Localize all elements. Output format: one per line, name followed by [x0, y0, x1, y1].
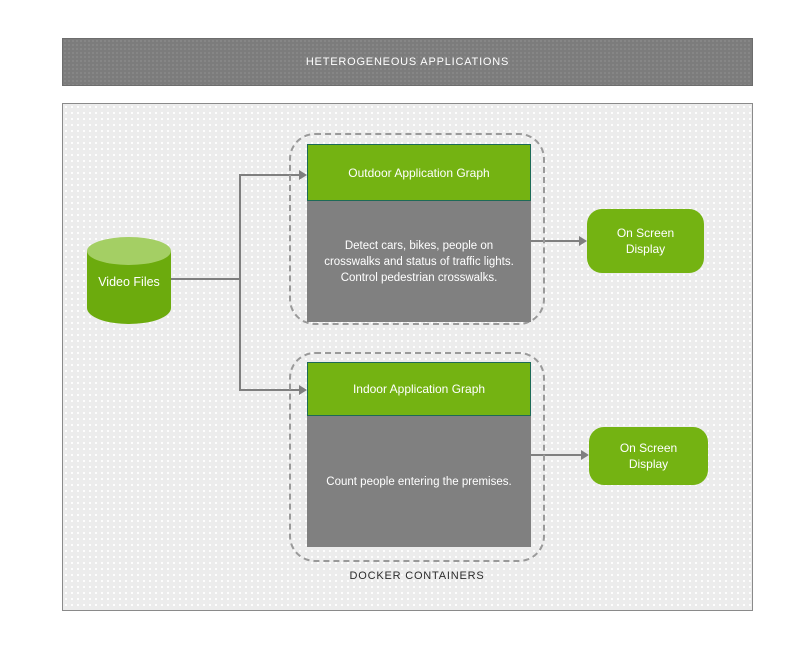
arrowhead-to-osd2-icon: [581, 450, 589, 460]
outdoor-application-graph-body: Detect cars, bikes, people on crosswalks…: [307, 201, 531, 322]
docker-container-outdoor: [289, 133, 545, 325]
osd-indoor-label: On Screen Display: [619, 441, 678, 471]
indoor-graph-description: Count people entering the premises.: [326, 475, 512, 488]
indoor-application-graph-header: Indoor Application Graph: [307, 362, 531, 416]
indoor-application-graph-body: Count people entering the premises.: [307, 416, 531, 547]
osd-outdoor-label: On Screen Display: [616, 226, 675, 256]
connector-branch-to-indoor: [239, 389, 299, 391]
outdoor-graph-description: Detect cars, bikes, people on crosswalks…: [324, 239, 514, 284]
on-screen-display-indoor: On Screen Display: [589, 427, 708, 485]
arrowhead-to-indoor-icon: [299, 385, 307, 395]
connector-indoor-to-osd: [531, 454, 581, 456]
indoor-graph-title: Indoor Application Graph: [352, 382, 486, 396]
docker-container-indoor: [289, 352, 545, 562]
outdoor-application-graph-header: Outdoor Application Graph: [307, 144, 531, 201]
video-files-label: Video Files: [98, 275, 160, 289]
arrowhead-to-osd1-icon: [579, 236, 587, 246]
cylinder-top-shape: [87, 237, 171, 265]
on-screen-display-outdoor: On Screen Display: [587, 209, 704, 273]
heterogeneous-applications-banner: HETEROGENEOUS APPLICATIONS: [62, 38, 753, 86]
connector-branch-vertical: [239, 174, 241, 391]
banner-title: HETEROGENEOUS APPLICATIONS: [305, 56, 510, 68]
connector-branch-to-outdoor: [239, 174, 299, 176]
outdoor-graph-title: Outdoor Application Graph: [348, 165, 490, 180]
docker-containers-caption: DOCKER CONTAINERS: [349, 570, 485, 582]
connector-outdoor-to-osd: [531, 240, 579, 242]
connector-video-to-branch: [171, 278, 239, 280]
video-files-datastore: Video Files: [87, 237, 171, 324]
arrowhead-to-outdoor-icon: [299, 170, 307, 180]
